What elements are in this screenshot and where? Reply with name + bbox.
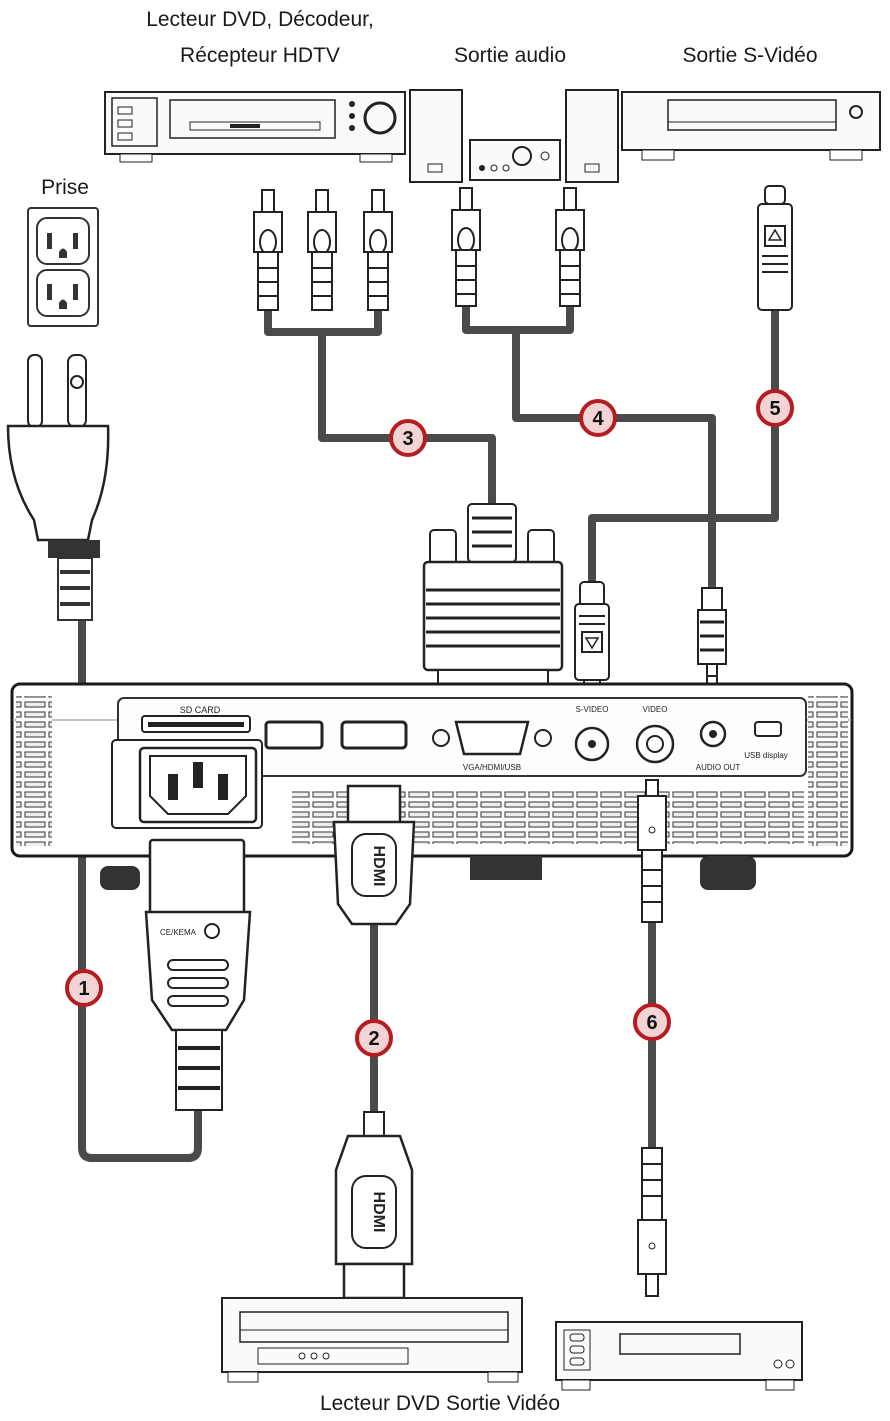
audio-jack-plug (697, 587, 727, 701)
power-connector-plug: CE/KEMA (144, 838, 252, 1111)
port-label-svideo: S-VIDEO (576, 705, 609, 714)
svideo-plug-projector (574, 581, 610, 695)
svideo-port (574, 726, 610, 762)
usb-display-port (754, 721, 782, 737)
label-bottom-devices: Lecteur DVD Sortie Vidéo (319, 1392, 561, 1415)
svg-text:1: 1 (78, 978, 89, 1000)
svg-text:5: 5 (769, 398, 780, 420)
svg-text:6: 6 (646, 1012, 657, 1034)
power-plug-icon (6, 354, 110, 621)
port-label-usb-display: USB display (744, 751, 788, 760)
hdmi-logo-top: HDMI (370, 846, 387, 887)
label-dvd-decoder-line2: Récepteur HDTV (180, 44, 340, 67)
composite-plug-device (637, 1147, 667, 1297)
port-label-vga: VGA/HDMI/USB (463, 763, 521, 772)
vga-plug (422, 503, 564, 696)
port-label-audio-out: AUDIO OUT (696, 763, 741, 772)
svg-text:4: 4 (592, 408, 604, 430)
audio-out-port (699, 720, 727, 748)
hdmi-plug-device: HDMI (334, 1111, 414, 1300)
callout-3: 3 (389, 419, 427, 457)
hdmi-port (340, 720, 408, 750)
callout-1: 1 (65, 969, 103, 1007)
hdmi-logo-bottom: HDMI (370, 1192, 387, 1233)
callout-6: 6 (633, 1003, 671, 1041)
wall-outlet-icon (27, 207, 99, 327)
sd-card-slot (141, 715, 251, 733)
label-svideo-out: Sortie S-Vidéo (682, 44, 818, 67)
rca-connector-triple (253, 189, 393, 311)
hdmi-plug-projector: HDMI (332, 784, 416, 926)
rca-connector-pair (451, 187, 585, 307)
callout-5: 5 (756, 389, 794, 427)
projector-body (10, 682, 854, 890)
label-dvd-decoder-line1: Lecteur DVD, Décodeur, (146, 8, 374, 31)
plug-marking: CE/KEMA (160, 928, 197, 937)
label-audio-out: Sortie audio (453, 44, 567, 67)
svideo-source-device (621, 91, 881, 161)
dvd-player-bottom (221, 1297, 523, 1383)
video-port (635, 724, 675, 764)
svg-text:2: 2 (368, 1028, 379, 1050)
port-label-video: VIDEO (643, 705, 668, 714)
svideo-plug-top (757, 185, 793, 311)
dvd-decoder-device (104, 91, 406, 163)
svg-text:3: 3 (402, 428, 413, 450)
callout-2: 2 (355, 1019, 393, 1057)
video-output-device-bottom (555, 1321, 803, 1391)
audio-speakers-device (409, 89, 619, 183)
composite-plug-projector (637, 779, 667, 923)
port-label-sd-card: SD CARD (180, 705, 221, 715)
usb-port (264, 720, 324, 750)
vga-port (432, 720, 552, 756)
callout-4: 4 (579, 399, 617, 437)
label-outlet: Prise (41, 176, 89, 199)
power-socket (138, 746, 258, 824)
